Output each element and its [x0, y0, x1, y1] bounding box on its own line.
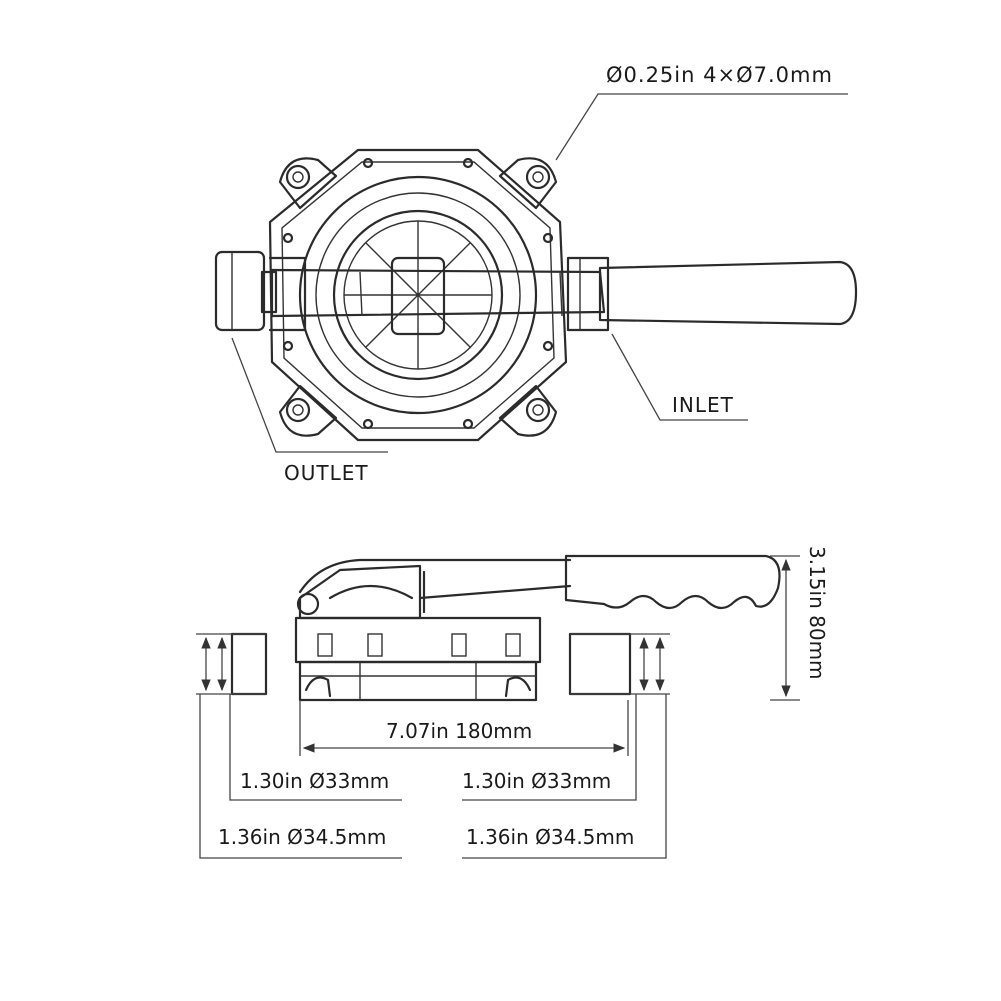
housing-bolts	[282, 157, 554, 430]
outlet-pipe	[230, 632, 268, 696]
outlet-label: OUTLET	[284, 461, 369, 485]
pump-housing-octagon	[268, 148, 568, 442]
inlet-label: INLET	[672, 393, 734, 417]
side-view: 3.15in 80mm 7.07in 180mm 1.30in Ø33mm 1.…	[196, 546, 829, 859]
top-view: Ø0.25in 4×Ø7.0mm INLET OUTLET	[214, 63, 858, 485]
mounting-lug-bottom-right	[498, 384, 558, 437]
mounting-lug-top-right	[498, 157, 558, 210]
grip-handle	[564, 554, 781, 610]
diaphragm-outer-ring	[298, 175, 538, 415]
height-dimension-label: 3.15in 80mm	[805, 546, 829, 680]
pump-body-top	[294, 616, 542, 664]
pump-body-base	[298, 660, 538, 702]
lever-handle	[598, 260, 858, 326]
mounting-spec-label: Ø0.25in 4×Ø7.0mm	[606, 63, 833, 87]
outer-right-dimension-label: 1.36in Ø34.5mm	[466, 825, 634, 849]
mounting-lug-bottom-left	[278, 384, 338, 437]
inner-right-dimension-label: 1.30in Ø33mm	[462, 769, 611, 793]
diaphragm-hub	[390, 256, 446, 336]
mounting-lug-top-left	[278, 157, 338, 210]
width-dimension-label: 7.07in 180mm	[386, 719, 532, 743]
outlet-fitting	[214, 250, 278, 332]
lever-arm	[268, 256, 610, 332]
inner-left-dimension-label: 1.30in Ø33mm	[240, 769, 389, 793]
inlet-pipe	[568, 632, 632, 696]
outer-left-dimension-label: 1.36in Ø34.5mm	[218, 825, 386, 849]
